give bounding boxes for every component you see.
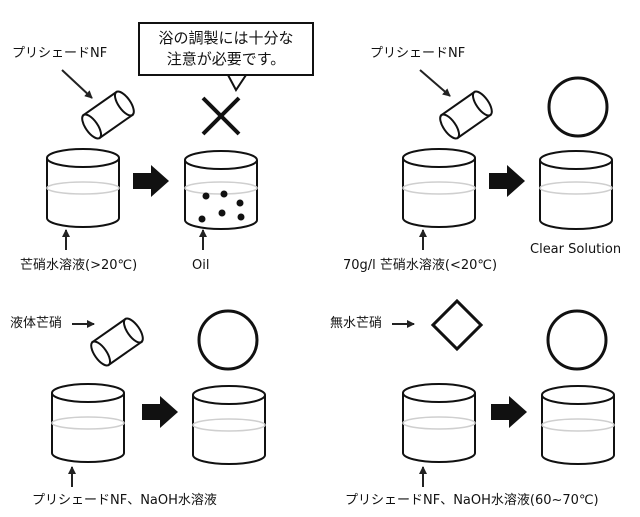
transfer-arrow	[133, 165, 169, 197]
beaker-label: 70g/l 芒硝水溶液(<20℃)	[343, 258, 498, 273]
result-label: Oil	[192, 258, 210, 273]
circle-mark	[546, 309, 608, 371]
solvent-beaker	[46, 148, 120, 228]
result-label: Clear Solution	[530, 242, 622, 257]
beaker-label: 芒硝水溶液(>20℃)	[20, 258, 138, 273]
solvent-beaker	[402, 148, 476, 228]
reagent-cylinder	[439, 90, 493, 140]
reagent-label: プリシェードNF	[12, 46, 108, 61]
reagent-label: 液体芒硝	[10, 316, 63, 331]
oil-droplet	[198, 215, 206, 223]
reagent-cylinder	[90, 317, 144, 367]
warning-callout: 浴の調製には十分な 注意が必要です。	[138, 22, 314, 76]
callout-tail	[226, 74, 248, 92]
panel-bottom-left	[51, 309, 266, 487]
callout-line-1: 浴の調製には十分な	[158, 29, 294, 47]
panel-top-right	[402, 69, 613, 250]
transfer-arrow	[489, 165, 525, 197]
oil-droplet	[237, 213, 245, 221]
reagent-pointer-arrow	[419, 69, 451, 97]
oil-droplet	[220, 190, 228, 198]
panel-bottom-right	[392, 298, 615, 487]
oil-droplet	[236, 199, 244, 207]
cross-mark	[201, 96, 241, 136]
result-beaker-clear	[539, 150, 613, 230]
transfer-arrow	[491, 396, 527, 428]
result-beaker-clear	[192, 385, 266, 465]
reagent-pointer-arrow	[61, 69, 93, 99]
reagent-cylinder	[81, 90, 135, 140]
beaker-label: プリシェードNF、NaOH水溶液	[32, 493, 217, 508]
result-beaker-oil	[184, 150, 258, 230]
panel-top-left	[46, 69, 258, 250]
beaker-label: プリシェードNF、NaOH水溶液(60~70℃)	[345, 493, 599, 508]
circle-mark	[197, 309, 259, 371]
oil-droplet	[218, 209, 226, 217]
callout-line-2: 注意が必要です。	[166, 50, 286, 68]
reagent-diamond	[430, 298, 484, 352]
reagent-label: プリシェードNF	[370, 46, 466, 61]
transfer-arrow	[142, 396, 178, 428]
solvent-beaker	[402, 383, 476, 463]
result-beaker-clear	[541, 385, 615, 465]
circle-mark	[547, 76, 609, 138]
reagent-label: 無水芒硝	[330, 316, 383, 331]
solvent-beaker	[51, 383, 125, 463]
oil-droplet	[202, 192, 210, 200]
